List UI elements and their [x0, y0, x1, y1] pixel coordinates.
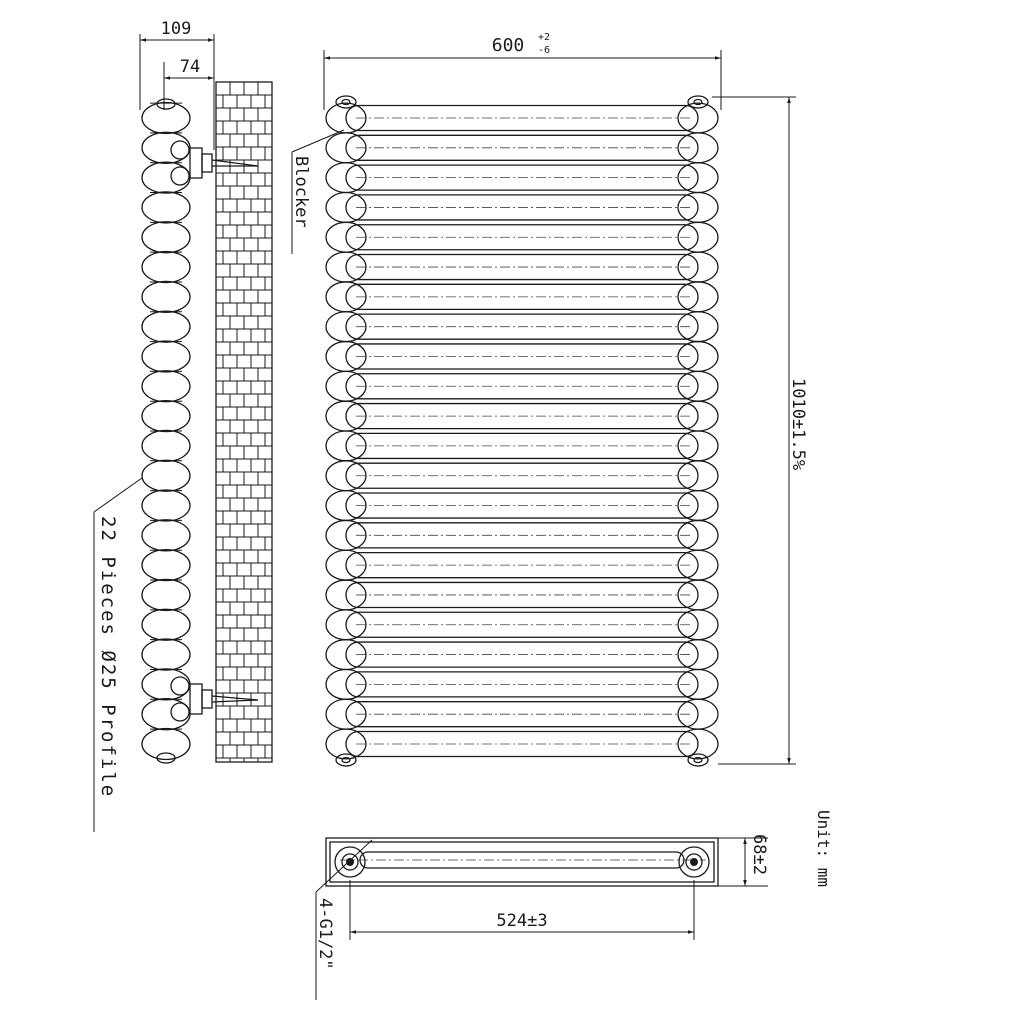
side-profile-bulb	[141, 370, 191, 403]
bottom-wall-bracket	[170, 676, 259, 722]
side-profile-bulb	[141, 578, 191, 612]
side-profile-bulb	[141, 727, 191, 761]
dimension-600: 600 +2 -6	[323, 32, 722, 110]
horizontal-tube	[345, 492, 699, 519]
collector-segment	[325, 728, 367, 760]
connection-left	[334, 846, 366, 878]
collector-bottom-cap	[335, 753, 357, 767]
side-profile-bulb	[141, 340, 191, 373]
right-collector-column	[677, 95, 719, 767]
left-collector-column	[325, 95, 367, 767]
unit-label: Unit: mm	[814, 810, 833, 887]
pieces-label: 22 Pieces Ø25 Profile	[97, 516, 119, 798]
side-profile-bulb	[141, 608, 191, 641]
wall-section	[215, 81, 273, 763]
horizontal-tube	[345, 432, 699, 460]
dimension-600-label: 600	[492, 35, 525, 56]
front-view: 600 +2 -6 1010±1.5% Blocker	[291, 32, 808, 767]
horizontal-tube	[345, 253, 699, 281]
side-profile-bulb	[141, 519, 191, 552]
side-profile-bulb	[141, 429, 191, 463]
collector-top-cap	[687, 95, 709, 109]
side-top-cap	[156, 98, 176, 110]
horizontal-tube	[345, 343, 699, 370]
side-bottom-cap	[156, 752, 176, 764]
side-profile-bulb	[141, 250, 191, 284]
dimension-74: 74	[163, 57, 214, 110]
side-profile-bulb	[141, 459, 191, 492]
side-profile-bulb	[141, 638, 191, 671]
connection-right	[678, 846, 710, 878]
dimension-68-label: 68±2	[749, 834, 769, 875]
top-wall-bracket	[170, 140, 259, 186]
horizontal-tube	[345, 104, 699, 132]
side-profile-bulb	[141, 191, 191, 224]
horizontal-tube	[345, 730, 699, 758]
side-profile-bulb	[141, 399, 191, 433]
dimension-109: 109	[139, 19, 215, 150]
horizontal-tube	[345, 641, 699, 668]
front-horizontal-tubes	[345, 104, 699, 758]
dimension-109-label: 109	[161, 19, 192, 39]
dimension-600-tolerance-lower: -6	[538, 45, 550, 56]
collector-bottom-cap	[687, 753, 709, 767]
collector-top-cap	[335, 95, 357, 109]
horizontal-tube	[345, 581, 699, 609]
horizontal-tube	[345, 522, 699, 549]
bottom-view: 68±2 524±3 4-G1/2" Unit: mm	[315, 810, 833, 1000]
side-view: 109 74 22 Pieces Ø25 Profile	[93, 19, 273, 832]
dimension-524: 524±3	[349, 880, 695, 940]
horizontal-tube	[345, 462, 699, 489]
horizontal-tube	[345, 373, 699, 400]
dimension-1010: 1010±1.5%	[712, 96, 808, 765]
dimension-600-tolerance-upper: +2	[538, 32, 550, 43]
horizontal-tube	[345, 701, 699, 728]
horizontal-tube	[345, 164, 699, 191]
side-profile-bulb	[141, 489, 191, 522]
pieces-leader: 22 Pieces Ø25 Profile	[93, 477, 143, 832]
horizontal-tube	[345, 224, 699, 251]
connections-leader: 4-G1/2"	[315, 839, 373, 1000]
side-profile-bulb	[141, 548, 191, 582]
dimension-524-label: 524±3	[496, 911, 547, 931]
horizontal-tube	[345, 283, 699, 311]
side-profile-bulb	[141, 101, 191, 135]
dimension-74-label: 74	[180, 57, 200, 77]
dimension-1010-label: 1010±1.5%	[788, 378, 808, 470]
horizontal-tube	[345, 402, 699, 430]
side-profile-bulb	[141, 221, 191, 254]
horizontal-tube	[345, 134, 699, 161]
horizontal-tube	[345, 611, 699, 638]
connections-label: 4-G1/2"	[315, 898, 335, 970]
horizontal-tube	[345, 551, 699, 579]
blocker-label: Blocker	[291, 156, 311, 228]
horizontal-tube	[345, 671, 699, 698]
side-profile-bulb	[141, 310, 191, 343]
horizontal-tube	[345, 313, 699, 340]
horizontal-tube	[345, 194, 699, 221]
blocker-leader: Blocker	[291, 129, 345, 254]
dimension-68: 68±2	[718, 834, 769, 887]
side-profile-column	[141, 98, 191, 764]
side-profile-bulb	[141, 280, 191, 314]
collector-segment	[677, 728, 719, 760]
